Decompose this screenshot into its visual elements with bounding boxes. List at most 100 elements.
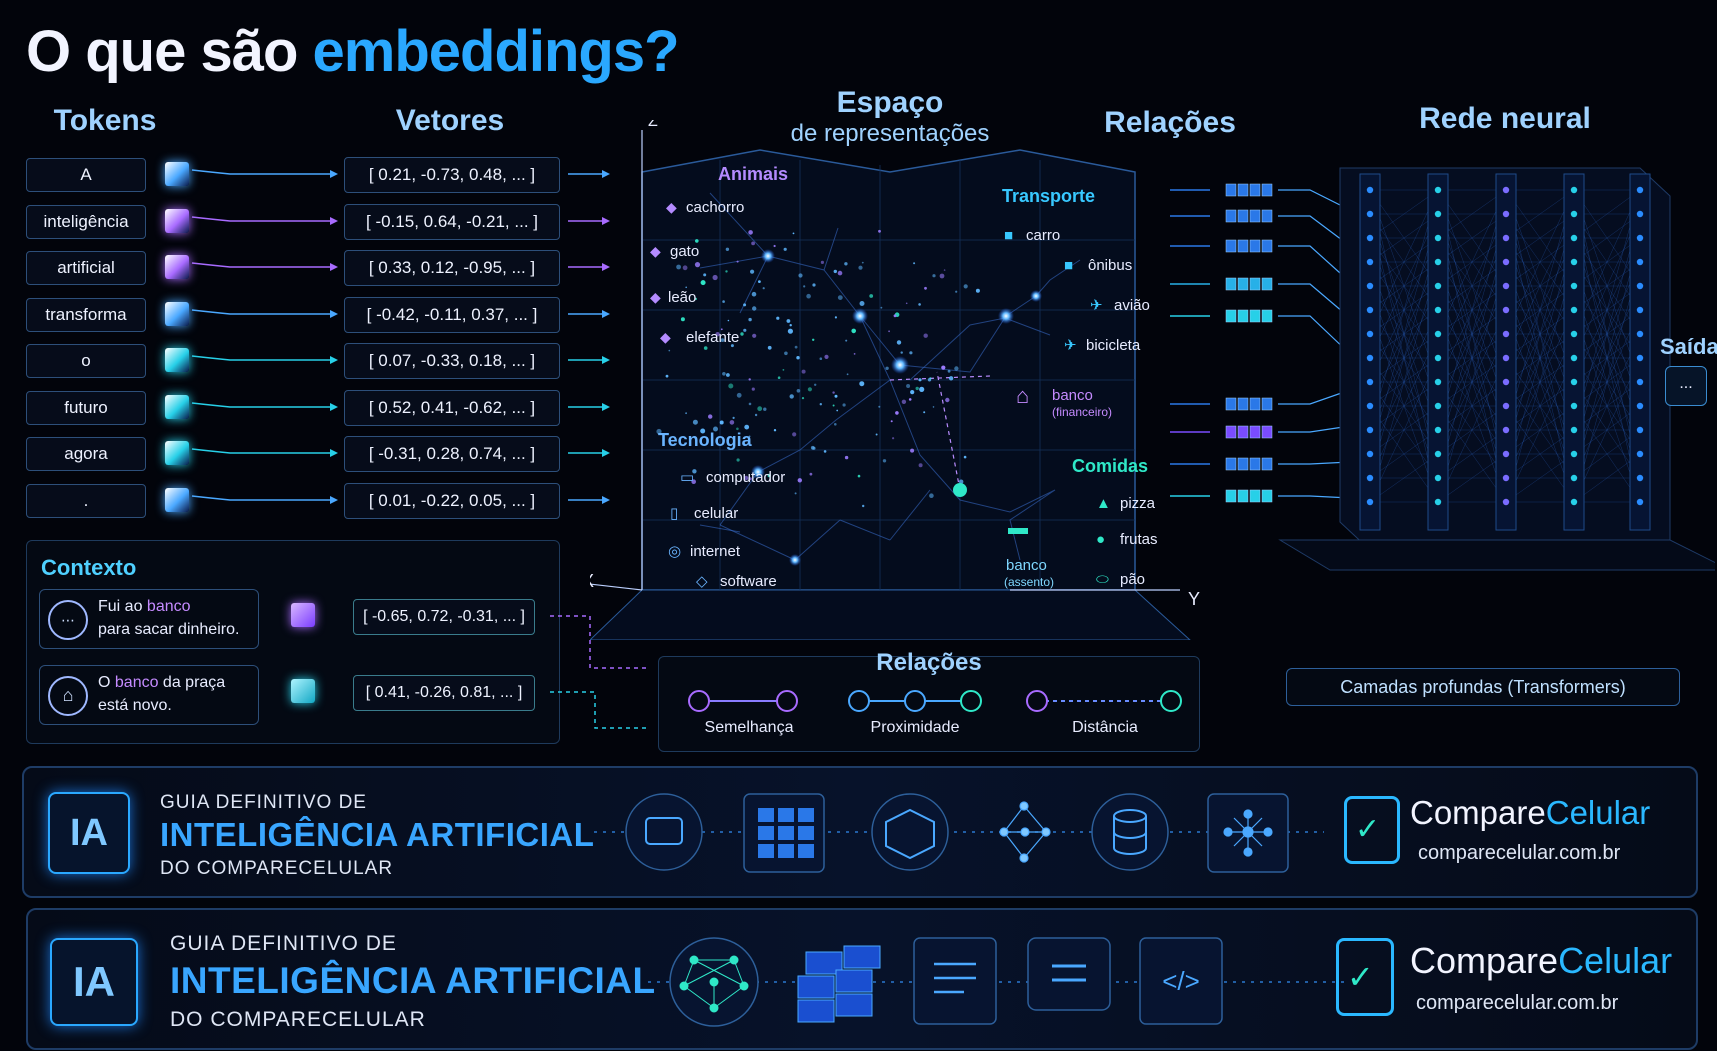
embedding-dot (832, 404, 835, 407)
embedding-dot (909, 351, 913, 355)
embedding-dot (834, 423, 837, 426)
ia-chip-icon-2: IA (50, 938, 138, 1026)
embedding-dot (703, 273, 707, 277)
neural-connection (1369, 213, 1439, 503)
neuron (1636, 402, 1644, 410)
animal-cachorro: cachorro (686, 199, 744, 216)
embedding-dot (924, 286, 927, 290)
embedding-dot (722, 300, 725, 303)
neural-connection (1505, 213, 1575, 359)
neural-connection (1573, 237, 1641, 431)
embedding-dot (896, 340, 902, 345)
embedding-dot (767, 345, 772, 350)
axis-z-label: Z (648, 120, 658, 130)
embedding-dot (923, 333, 928, 338)
token-cube-3 (165, 301, 189, 326)
neuron (1570, 186, 1578, 194)
neuron (1502, 354, 1510, 362)
relation-cell (1225, 425, 1237, 439)
neural-connection (1437, 381, 1507, 431)
relation-to-net (1278, 461, 1351, 465)
neural-connection (1573, 213, 1641, 455)
embedding-dot (853, 353, 856, 355)
neural-connection (1369, 189, 1439, 287)
token-4: o (26, 344, 146, 378)
neuron (1434, 474, 1442, 482)
relation-cell (1261, 209, 1273, 223)
embedding-dot (703, 346, 708, 350)
transport-title: Transporte (1002, 186, 1095, 206)
neural-connection (1369, 333, 1439, 479)
neural-connection (1573, 261, 1641, 503)
page-title: O que são embeddings? (26, 18, 680, 85)
embedding-dot (901, 399, 907, 404)
token-6: agora (26, 437, 146, 471)
relations-legend-title: Relações (876, 649, 982, 676)
neural-connection (1369, 261, 1439, 503)
embedding-dot (758, 280, 761, 283)
banner1-icon-row (594, 793, 1324, 873)
neural-connection (1437, 309, 1507, 455)
relation-cell (1261, 457, 1273, 471)
embedding-dot (918, 463, 923, 468)
relation-to-net (1278, 389, 1351, 405)
embedding-dot (890, 420, 893, 423)
neuron (1636, 498, 1644, 506)
neural-connection (1437, 405, 1507, 503)
token-2: artificial (26, 251, 146, 285)
neural-connection (1369, 237, 1439, 479)
embedding-dot (963, 455, 967, 459)
vector-4: [ 0.07, -0.33, 0.18, ... ] (344, 343, 560, 379)
embedding-dot (858, 265, 863, 270)
relation-cell (1237, 239, 1249, 253)
neural-connection (1573, 237, 1641, 479)
neural-connection (1369, 189, 1439, 335)
neural-connection (1505, 261, 1575, 455)
x-axis (590, 583, 643, 591)
neural-connection (1573, 357, 1641, 455)
neural-connection (1437, 237, 1507, 479)
token-cube-0 (165, 162, 189, 186)
banner1-line2: INTELIGÊNCIA ARTIFICIAL (160, 816, 595, 853)
neural-layer (1495, 173, 1517, 531)
vector-arrow-1 (568, 216, 610, 225)
embedding-dot (915, 386, 919, 391)
neural-connection (1369, 405, 1439, 455)
neural-connection (1369, 405, 1439, 503)
neural-connection (1573, 357, 1641, 503)
embedding-dot (784, 351, 788, 356)
neural-connection (1505, 285, 1575, 383)
relation-cell (1249, 397, 1261, 411)
neuron (1570, 210, 1578, 218)
embedding-dot (908, 398, 912, 401)
embedding-dot (757, 406, 763, 412)
relation-cell (1225, 183, 1237, 197)
neural-connection (1573, 285, 1641, 335)
food-frutas: frutas (1120, 531, 1158, 548)
neural-connection (1437, 189, 1507, 335)
neuron (1434, 426, 1442, 434)
animal-hub-node (852, 308, 868, 324)
vector-6: [ -0.31, 0.28, 0.74, ... ] (344, 436, 560, 472)
neuron (1366, 378, 1374, 386)
animals-title: Animais (718, 164, 788, 184)
embedding-dot (888, 330, 890, 333)
embedding-dot (777, 376, 781, 380)
neuron (1636, 450, 1644, 458)
relation-cell (1261, 239, 1273, 253)
neural-connection (1369, 333, 1439, 383)
embedding-dot (680, 317, 685, 322)
embedding-dot (955, 290, 958, 293)
relation-cell (1237, 425, 1249, 439)
token-arrow-4 (191, 355, 338, 364)
embedding-dot (869, 294, 874, 298)
neuron (1502, 258, 1510, 266)
vectors-header: Vetores (395, 104, 505, 137)
embedding-dot (814, 383, 817, 386)
embedding-dot (963, 284, 968, 289)
phone-icon: ▯ (670, 505, 678, 522)
neural-network (1170, 167, 1715, 571)
banner2-line3: DO COMPARECELULAR (170, 1008, 426, 1031)
neuron (1434, 498, 1442, 506)
neuron (1502, 378, 1510, 386)
